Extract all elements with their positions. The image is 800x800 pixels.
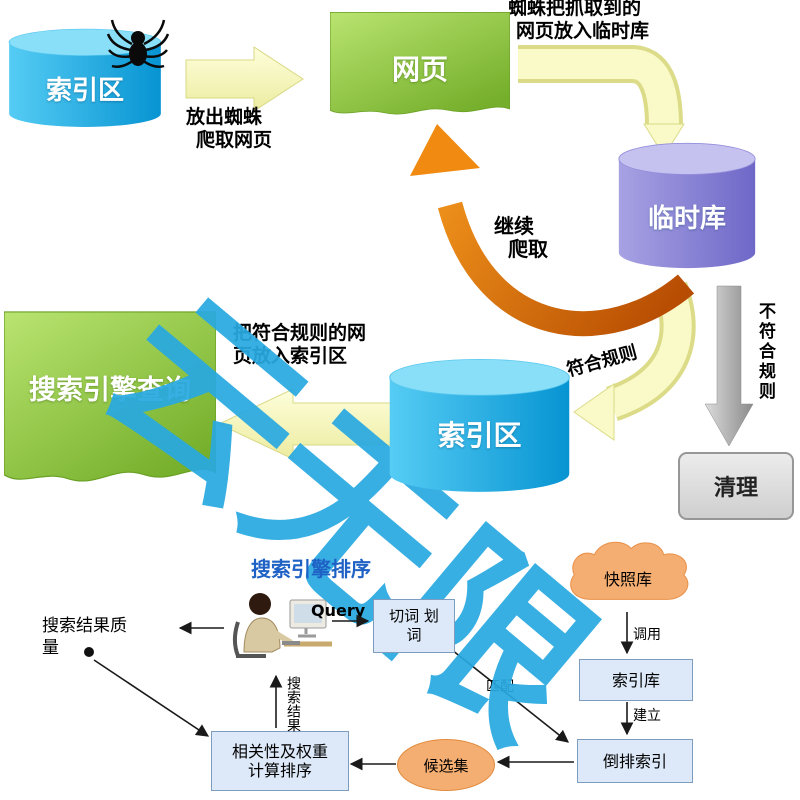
arrow-tempdb-to-clean bbox=[704, 285, 754, 447]
candidate-set-ellipse: 候选集 bbox=[397, 739, 495, 791]
index-main-cylinder: 索引区 bbox=[386, 358, 573, 496]
clean-label: 清理 bbox=[713, 476, 758, 501]
snapshot-label: 快照库 bbox=[603, 570, 652, 589]
segment-label: 切词 划词 bbox=[389, 607, 439, 644]
recrawl-note: 继续 爬取 bbox=[494, 214, 548, 261]
rule-ok-note: 符合规则 bbox=[564, 342, 640, 381]
temp-db-label: 临时库 bbox=[647, 204, 726, 234]
spider-note: 放出蜘蛛 爬取网页 bbox=[186, 106, 273, 151]
index-source-label: 索引区 bbox=[45, 76, 124, 106]
query-doc: 搜索引擎查询 bbox=[4, 308, 216, 504]
clean-box: 清理 bbox=[678, 452, 794, 520]
snapshot-cloud: 快照库 bbox=[560, 536, 696, 616]
index-source-cylinder: 索引区 bbox=[6, 28, 164, 130]
webpage-doc: 网页 bbox=[330, 10, 510, 128]
arrow-result-to-ranking bbox=[93, 659, 210, 737]
temp-db-cylinder: 临时库 bbox=[616, 142, 758, 272]
user-at-computer-icon bbox=[226, 586, 334, 670]
capture-note: 蜘蛛把抓取到的 网页放入临时库 bbox=[508, 0, 650, 42]
inverted-index-label: 倒排索引 bbox=[602, 751, 667, 771]
spider-icon bbox=[106, 14, 170, 78]
query-doc-label: 搜索引擎查询 bbox=[29, 375, 191, 406]
rule-fail-note: 不符合规则 bbox=[755, 302, 775, 402]
index-main-label: 索引区 bbox=[437, 419, 522, 452]
segment-box: 切词 划词 bbox=[373, 599, 455, 653]
index-db-box: 索引库 bbox=[579, 659, 693, 701]
query-label: Query bbox=[311, 601, 366, 620]
bottom-section-title: 搜索引擎排序 bbox=[251, 557, 371, 581]
candidate-set-label: 候选集 bbox=[423, 756, 469, 775]
arrow-index-to-webpage bbox=[185, 46, 304, 112]
ranking-box: 相关性及权重 计算排序 bbox=[211, 731, 349, 791]
ranking-label: 相关性及权重 计算排序 bbox=[231, 742, 328, 780]
call-label: 调用 bbox=[633, 627, 661, 643]
index-db-label: 索引库 bbox=[611, 670, 660, 690]
inverted-index-box: 倒排索引 bbox=[577, 739, 693, 783]
store-note: 把符合规则的网 页放入索引区 bbox=[233, 322, 367, 367]
build-label: 建立 bbox=[633, 708, 661, 724]
result-label: 搜索结果质量 bbox=[42, 616, 127, 658]
webpage-label: 网页 bbox=[391, 53, 448, 86]
arrow-webpage-to-tempdb bbox=[518, 45, 683, 127]
serve-result-label: 搜索结果 bbox=[285, 676, 301, 732]
